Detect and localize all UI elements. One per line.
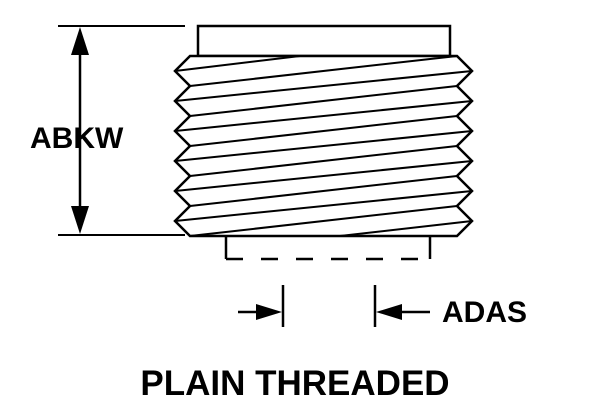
width-dimension	[238, 285, 430, 327]
hidden-pilot	[224, 235, 432, 261]
thread-crest-line	[174, 55, 301, 72]
thread-crest-line	[174, 190, 473, 222]
top-collar	[196, 24, 452, 58]
diagram-caption: PLAIN THREADED	[140, 364, 450, 403]
thread-crest-line	[339, 220, 473, 237]
arrowhead-up-icon	[71, 27, 89, 55]
thread-root-line	[189, 55, 458, 87]
thread-body	[173, 54, 474, 238]
thread-root-line	[189, 175, 458, 207]
thread-root-line	[189, 115, 458, 147]
thread-root-line	[189, 85, 458, 117]
arrowhead-left-icon	[376, 304, 402, 320]
arrowhead-down-icon	[71, 206, 89, 234]
arrowhead-right-icon	[256, 304, 282, 320]
height-dimension-label: ABKW	[30, 122, 124, 155]
height-dimension	[58, 25, 185, 236]
thread-root-line	[189, 205, 458, 237]
thread-root-line	[189, 145, 458, 177]
thread-crest-line	[174, 70, 473, 102]
thread-crest-line	[174, 160, 473, 192]
thread-crest-line	[174, 100, 473, 132]
thread-crest-line	[174, 130, 473, 162]
width-dimension-label: ADAS	[442, 296, 528, 329]
